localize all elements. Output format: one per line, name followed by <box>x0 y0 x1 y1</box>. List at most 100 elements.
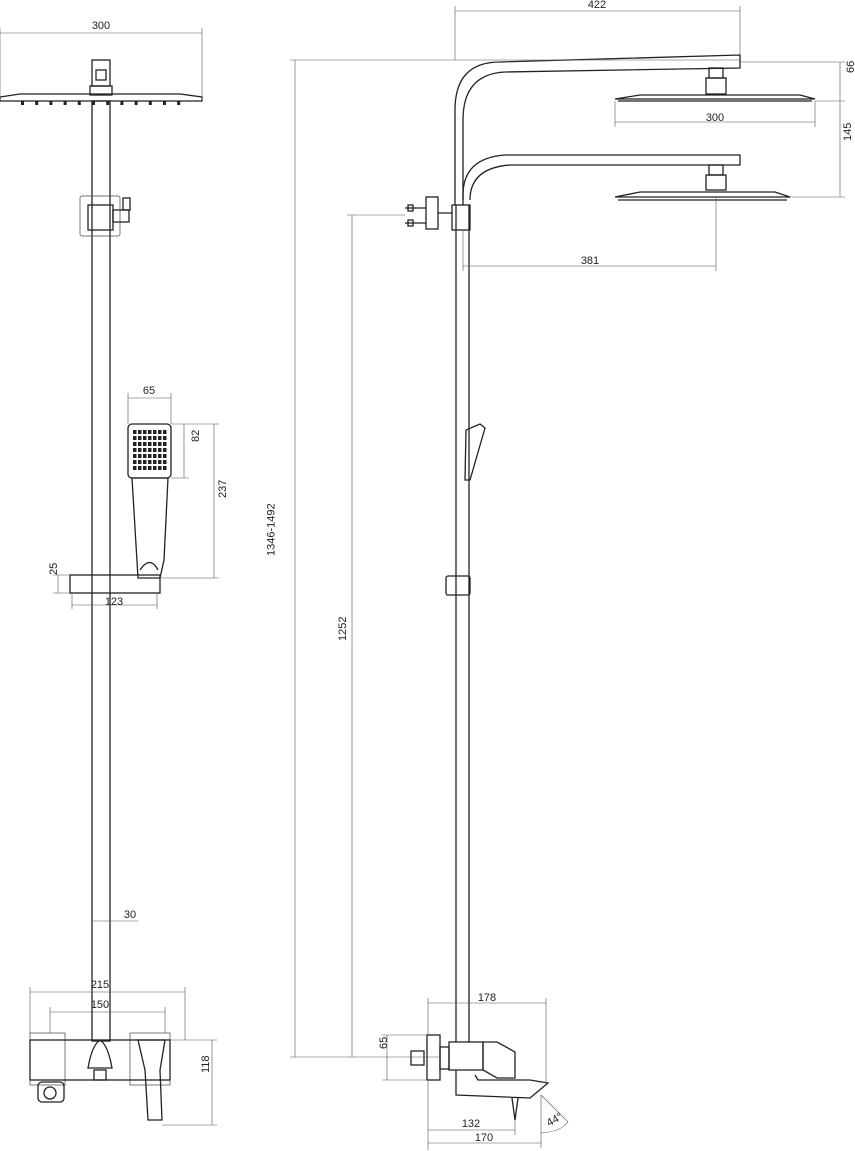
mixer-side <box>410 1034 550 1121</box>
nozzle <box>177 101 181 105</box>
spray-nozzle <box>143 442 147 446</box>
spray-nozzle <box>148 430 152 434</box>
spray-nozzle <box>163 466 167 470</box>
dim-total-height: 1346-1492 <box>266 503 278 556</box>
nozzle <box>120 101 124 105</box>
spray-nozzle <box>148 466 152 470</box>
hand-shower-holder <box>69 574 161 594</box>
riser-pipe-side <box>455 205 470 1042</box>
nozzle <box>21 101 24 105</box>
spray-nozzle <box>163 436 167 440</box>
dim-bracket-height: 1252 <box>337 617 349 641</box>
spray-nozzle <box>158 466 162 470</box>
spray-nozzle <box>143 436 147 440</box>
dim-spout-reach: 132 <box>462 1118 480 1130</box>
side-dimensions: 1346-1492 1252 422 66 300 145 381 178 65… <box>266 0 855 1150</box>
spray-nozzle <box>163 442 167 446</box>
nozzle <box>63 101 67 105</box>
spray-nozzle <box>163 454 167 458</box>
dim-head-adjust: 145 <box>842 123 854 141</box>
spray-nozzle <box>148 454 152 458</box>
spray-nozzle <box>138 460 142 464</box>
spray-nozzle <box>163 460 167 464</box>
spray-nozzle <box>153 430 157 434</box>
spray-nozzle <box>138 436 142 440</box>
dim-side-head-width: 300 <box>706 112 724 124</box>
spray-nozzle <box>158 454 162 458</box>
nozzle <box>49 101 53 105</box>
dim-spout-angle: 44° <box>545 1111 565 1130</box>
dim-mixer-centers: 150 <box>91 999 109 1011</box>
dim-holder-thickness: 25 <box>48 563 60 575</box>
mixer-front <box>29 1032 171 1121</box>
hand-shower-front <box>69 423 172 594</box>
spray-nozzle <box>143 448 147 452</box>
spray-nozzle <box>143 454 147 458</box>
spray-nozzle <box>133 466 137 470</box>
shower-arm-lower <box>462 154 791 201</box>
spray-nozzle <box>133 430 137 434</box>
spray-nozzle <box>153 466 157 470</box>
spray-nozzle <box>158 442 162 446</box>
spray-nozzle <box>153 436 157 440</box>
spray-nozzle <box>158 460 162 464</box>
front-view: 300 65 82 237 25 123 30 215 150 118 <box>0 20 229 1126</box>
spray-nozzle <box>138 454 142 458</box>
side-view: 1346-1492 1252 422 66 300 145 381 178 65… <box>266 0 855 1150</box>
nozzle <box>106 101 110 105</box>
spray-nozzle <box>143 460 147 464</box>
spray-nozzle <box>163 430 167 434</box>
nozzle <box>35 101 39 105</box>
dim-arm-reach: 422 <box>588 0 606 11</box>
spray-nozzle <box>133 436 137 440</box>
spray-nozzle <box>163 448 167 452</box>
nozzle <box>77 101 81 105</box>
spray-nozzle <box>148 460 152 464</box>
spray-nozzle <box>153 448 157 452</box>
dim-mixer-height: 118 <box>200 1055 212 1073</box>
spray-nozzle <box>148 448 152 452</box>
dim-handshower-width: 65 <box>143 385 155 397</box>
dim-spout-total: 170 <box>475 1132 493 1144</box>
nozzle <box>134 101 138 105</box>
dim-mixer-depth: 178 <box>478 992 496 1004</box>
nozzle <box>92 101 95 105</box>
spray-nozzle <box>133 460 137 464</box>
spray-nozzle <box>133 442 137 446</box>
dim-min-reach: 381 <box>581 255 599 267</box>
spray-nozzle <box>138 448 142 452</box>
spray-nozzle <box>158 436 162 440</box>
wall-bracket-front <box>79 195 131 237</box>
wall-bracket-side <box>405 196 471 231</box>
spray-nozzle <box>133 454 137 458</box>
spray-nozzle <box>133 448 137 452</box>
dim-holder-width: 123 <box>105 596 123 608</box>
front-dimensions: 300 65 82 237 25 123 30 215 150 118 <box>0 20 229 1126</box>
hand-shower-side <box>464 423 486 481</box>
spray-nozzle <box>148 442 152 446</box>
dim-handshower-height: 237 <box>217 480 229 498</box>
rain-shower-head-front <box>0 59 203 105</box>
spray-nozzle <box>158 430 162 434</box>
spray-nozzle <box>138 442 142 446</box>
dim-wall-plate: 65 <box>378 1037 390 1049</box>
shower-arm-upper <box>454 54 816 205</box>
spray-nozzle <box>138 466 142 470</box>
dim-pipe-width: 30 <box>124 909 136 921</box>
spray-nozzle <box>153 454 157 458</box>
spray-nozzle <box>158 448 162 452</box>
dim-handshower-head: 82 <box>190 430 202 442</box>
dim-head-thickness: 66 <box>845 61 855 73</box>
riser-pipe <box>91 100 111 1042</box>
spray-nozzle <box>153 442 157 446</box>
dim-mixer-width: 215 <box>91 979 109 991</box>
nozzle <box>148 101 152 105</box>
slider-side <box>445 575 471 596</box>
spray-nozzle <box>143 466 147 470</box>
spray-nozzle <box>138 430 142 434</box>
spray-nozzle <box>148 436 152 440</box>
dim-head-width: 300 <box>92 20 110 32</box>
spray-nozzle <box>143 430 147 434</box>
nozzle <box>163 101 166 105</box>
